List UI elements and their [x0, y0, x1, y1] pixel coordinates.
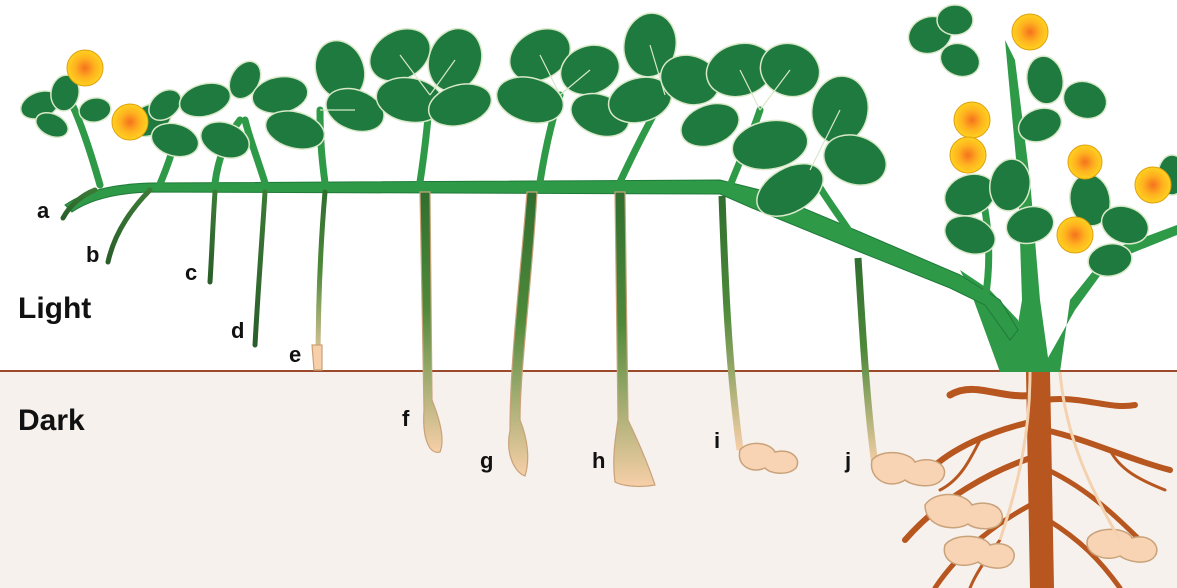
stage-label-j: j [845, 448, 851, 474]
leaves [17, 5, 1177, 280]
peg-b [108, 190, 150, 262]
peg-e [318, 192, 325, 368]
stage-label-h: h [592, 448, 605, 474]
peg-c [210, 192, 215, 282]
stage-label-f: f [402, 406, 409, 432]
stage-label-c: c [185, 260, 197, 286]
stage-label-i: i [714, 428, 720, 454]
stage-label-a: a [37, 198, 49, 224]
dark-zone-label: Dark [18, 404, 85, 438]
light-zone-label: Light [18, 292, 91, 326]
stage-label-g: g [480, 448, 493, 474]
stage-label-b: b [86, 242, 99, 268]
runner-branch [65, 180, 1018, 340]
stage-label-e: e [289, 342, 301, 368]
stage-label-d: d [231, 318, 244, 344]
peg-d [255, 192, 265, 345]
